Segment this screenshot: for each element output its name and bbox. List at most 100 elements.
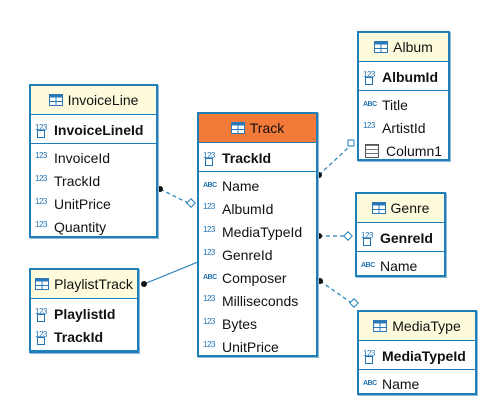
column-name: Title	[382, 96, 408, 113]
table-icon	[35, 278, 50, 290]
column-name: Name	[380, 257, 418, 274]
column-row[interactable]: 123 AlbumId	[199, 197, 316, 220]
column-name: Milliseconds	[222, 292, 299, 309]
key-number-type-icon: 123	[35, 330, 51, 345]
number-type-icon: 123	[203, 247, 215, 257]
key-number-type-icon: 123	[363, 349, 379, 364]
entity-title: Album	[393, 39, 433, 55]
key-number-type-icon: 123	[361, 231, 377, 246]
entity-header[interactable]: PlaylistTrack	[31, 270, 137, 299]
key-number-type-icon: 123	[35, 123, 51, 138]
column-row[interactable]: ABC Name	[199, 174, 316, 197]
column-row[interactable]: 123 UnitPrice	[199, 335, 316, 358]
rel-end-playlisttrack	[141, 281, 147, 287]
entity-title: Track	[249, 120, 285, 136]
column-row[interactable]: ABC Name	[357, 254, 444, 277]
grid-type-icon	[365, 143, 379, 158]
entity-header[interactable]: InvoiceLine	[31, 86, 156, 115]
key-number-type-icon: 123	[363, 70, 379, 85]
rel-playlisttrack-track	[143, 261, 199, 285]
number-type-icon: 123	[35, 196, 47, 206]
table-icon	[374, 41, 389, 53]
column-name: UnitPrice	[222, 338, 279, 355]
column-name: TrackId	[54, 328, 104, 345]
column-name: Composer	[222, 269, 287, 286]
columns-section: ABC Name	[357, 252, 444, 279]
entity-title: Genre	[390, 200, 430, 216]
number-type-icon: 123	[203, 293, 215, 303]
column-row[interactable]: ABC Composer	[199, 266, 316, 289]
text-type-icon: ABC	[361, 261, 375, 269]
number-type-icon: 123	[203, 316, 215, 326]
rel-track-album	[318, 145, 351, 176]
column-row[interactable]: 123 ArtistId	[359, 116, 448, 139]
column-row[interactable]: Column1	[359, 139, 448, 162]
column-row[interactable]: 123 Quantity	[31, 215, 156, 238]
column-name: GenreId	[222, 246, 273, 263]
column-name: Name	[382, 375, 420, 392]
table-icon	[230, 122, 245, 134]
column-name: UnitPrice	[54, 195, 111, 212]
entity-header[interactable]: MediaType	[359, 312, 475, 341]
number-type-icon: 123	[35, 219, 47, 229]
text-type-icon: ABC	[203, 181, 217, 189]
column-row[interactable]: 123 Milliseconds	[199, 289, 316, 312]
column-name: InvoiceLineId	[54, 121, 144, 138]
column-name: MediaTypeId	[382, 347, 466, 364]
column-name: Quantity	[54, 218, 107, 235]
rel-invoiceline-track	[159, 188, 191, 205]
column-row[interactable]: 123 GenreId	[199, 243, 316, 266]
column-name: InvoiceId	[54, 149, 111, 166]
column-name: AlbumId	[222, 200, 274, 217]
entity-header[interactable]: Track	[199, 114, 316, 143]
table-icon	[371, 202, 386, 214]
number-type-icon: 123	[35, 173, 47, 183]
number-type-icon: 123	[203, 201, 215, 211]
column-row[interactable]: 123 TrackId	[31, 169, 156, 192]
text-type-icon: ABC	[203, 273, 217, 281]
number-type-icon: 123	[35, 150, 47, 160]
entity-header[interactable]: Album	[359, 33, 448, 62]
column-name: Column1	[386, 142, 443, 159]
column-name: GenreId	[380, 229, 433, 246]
entity-title: PlaylistTrack	[54, 276, 133, 292]
rel-track-mediatype	[319, 280, 354, 305]
column-name: Name	[222, 177, 260, 194]
rel-end-genre	[343, 231, 353, 241]
key-number-type-icon: 123	[35, 307, 51, 322]
column-row[interactable]: 123 UnitPrice	[31, 192, 156, 215]
entity-title: InvoiceLine	[67, 92, 139, 108]
column-name: TrackId	[54, 172, 101, 189]
column-row[interactable]: 123 InvoiceId	[31, 146, 156, 169]
number-type-icon: 123	[363, 120, 375, 130]
entity-header[interactable]: Genre	[357, 194, 444, 223]
column-name: ArtistId	[382, 119, 426, 136]
number-type-icon: 123	[203, 339, 215, 349]
rel-end-mediatype	[349, 298, 359, 308]
